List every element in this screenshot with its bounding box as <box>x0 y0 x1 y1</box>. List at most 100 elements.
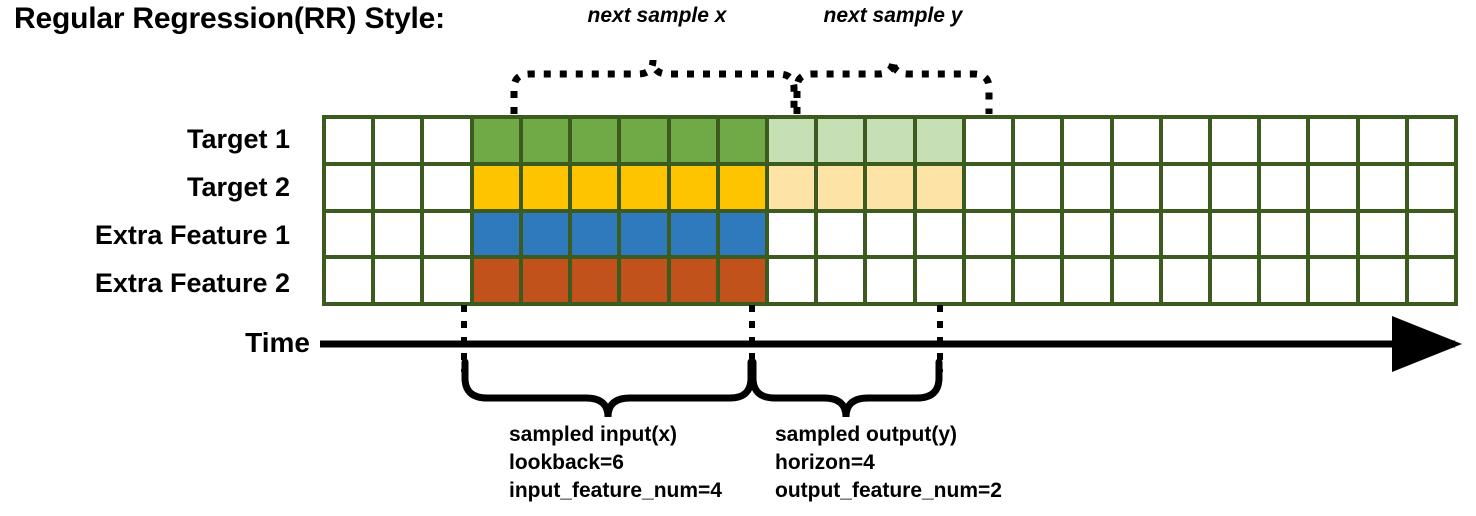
grid-cell <box>965 165 1012 209</box>
page-title: Regular Regression(RR) Style: <box>14 2 445 35</box>
grid-cell <box>326 119 372 162</box>
grid-cell <box>867 165 913 209</box>
grid-cell <box>719 119 765 162</box>
grid-cell <box>1064 259 1110 302</box>
sampled-output-line-2: horizon=4 <box>775 450 875 474</box>
grid-cell <box>522 119 569 162</box>
grid-cell <box>375 119 421 162</box>
annotation-next-sample-x: next sample x <box>587 4 727 27</box>
grid-cell <box>473 165 519 209</box>
grid-row-target-1 <box>326 119 1455 162</box>
time-axis-arrow <box>320 316 1462 372</box>
grid-cell <box>1015 212 1061 256</box>
annotation-sampled-output: sampled output(y) horizon=4 output_featu… <box>775 421 1002 505</box>
grid-cell <box>1113 165 1159 209</box>
grid-cell <box>375 165 421 209</box>
grid-cell <box>768 212 815 256</box>
grid-cell <box>1310 165 1356 209</box>
grid-cell <box>719 212 765 256</box>
grid-cell <box>375 259 421 302</box>
grid-cell <box>1359 119 1405 162</box>
grid-cell <box>965 259 1012 302</box>
grid-cell <box>1408 259 1455 302</box>
grid-cell <box>1261 119 1307 162</box>
grid-cell <box>1310 259 1356 302</box>
sampled-input-line-2: lookback=6 <box>509 450 624 474</box>
grid-cell <box>1162 119 1208 162</box>
grid-cell <box>818 165 864 209</box>
grid-cell <box>621 119 667 162</box>
sampled-input-line-3: input_feature_num=4 <box>509 478 722 502</box>
grid-cell <box>1359 212 1405 256</box>
grid-cell <box>621 259 667 302</box>
grid-cell <box>1113 119 1159 162</box>
grid-cell <box>1162 259 1208 302</box>
grid-cell <box>1211 259 1258 302</box>
row-label-text: Extra Feature 2 <box>94 268 290 298</box>
grid-cell <box>916 119 962 162</box>
grid-cell <box>326 165 372 209</box>
grid-cell <box>1162 165 1208 209</box>
grid-cell <box>1211 212 1258 256</box>
grid-cell <box>818 212 864 256</box>
grid-cell <box>670 212 716 256</box>
dotted-brace-next-sample-x <box>510 59 798 114</box>
grid-cell <box>1261 165 1307 209</box>
grid-cell <box>1408 119 1455 162</box>
grid-cell <box>326 212 372 256</box>
grid-cell <box>326 259 372 302</box>
grid-cell <box>867 119 913 162</box>
grid-cell <box>1064 165 1110 209</box>
grid-cell <box>965 212 1012 256</box>
grid-cell <box>473 259 519 302</box>
grid-row-extra-feature-2 <box>326 259 1455 302</box>
grid-cell <box>1408 165 1455 209</box>
grid-cell <box>768 259 815 302</box>
grid-cell <box>1310 119 1356 162</box>
grid-cell <box>916 212 962 256</box>
grid-cell <box>1211 165 1258 209</box>
grid-cell <box>375 212 421 256</box>
annotation-sampled-input: sampled input(x) lookback=6 input_featur… <box>509 421 722 505</box>
grid-cell <box>768 119 815 162</box>
grid-row-target-2 <box>326 165 1455 209</box>
grid-cell <box>473 119 519 162</box>
grid-cell <box>1015 259 1061 302</box>
row-label-text: Target 2 <box>186 172 290 202</box>
annotation-next-sample-y: next sample y <box>823 4 963 27</box>
grid-cell <box>670 119 716 162</box>
grid-cell <box>1015 119 1061 162</box>
grid-cell <box>572 212 618 256</box>
row-label-target-1: Target 1 <box>0 116 300 163</box>
grid-cell <box>572 119 618 162</box>
grid-cell <box>522 212 569 256</box>
grid-cell <box>621 165 667 209</box>
grid-cell <box>670 259 716 302</box>
sampled-output-line-1: sampled output(y) <box>775 423 957 446</box>
grid-cell <box>670 165 716 209</box>
grid-cell <box>867 212 913 256</box>
row-label-text: Target 1 <box>186 124 290 154</box>
grid-cell <box>424 165 470 209</box>
grid-cell <box>916 259 962 302</box>
grid-cell <box>1359 165 1405 209</box>
grid-cell <box>572 165 618 209</box>
timeline-grid <box>322 115 1458 306</box>
row-label-target-2: Target 2 <box>0 164 300 211</box>
grid-cell <box>1113 259 1159 302</box>
grid-cell <box>867 259 913 302</box>
grid-cell <box>473 212 519 256</box>
grid-cell <box>424 259 470 302</box>
grid-cell <box>719 259 765 302</box>
row-label-extra-feature-1: Extra Feature 1 <box>0 212 300 259</box>
grid-cell <box>1113 212 1159 256</box>
time-axis-label: Time <box>245 327 310 358</box>
grid-cell <box>719 165 765 209</box>
grid-cell <box>1162 212 1208 256</box>
grid-cell <box>1015 165 1061 209</box>
grid-cell <box>572 259 618 302</box>
grid-cell <box>1261 259 1307 302</box>
grid-cell <box>818 259 864 302</box>
grid-cell <box>522 165 569 209</box>
